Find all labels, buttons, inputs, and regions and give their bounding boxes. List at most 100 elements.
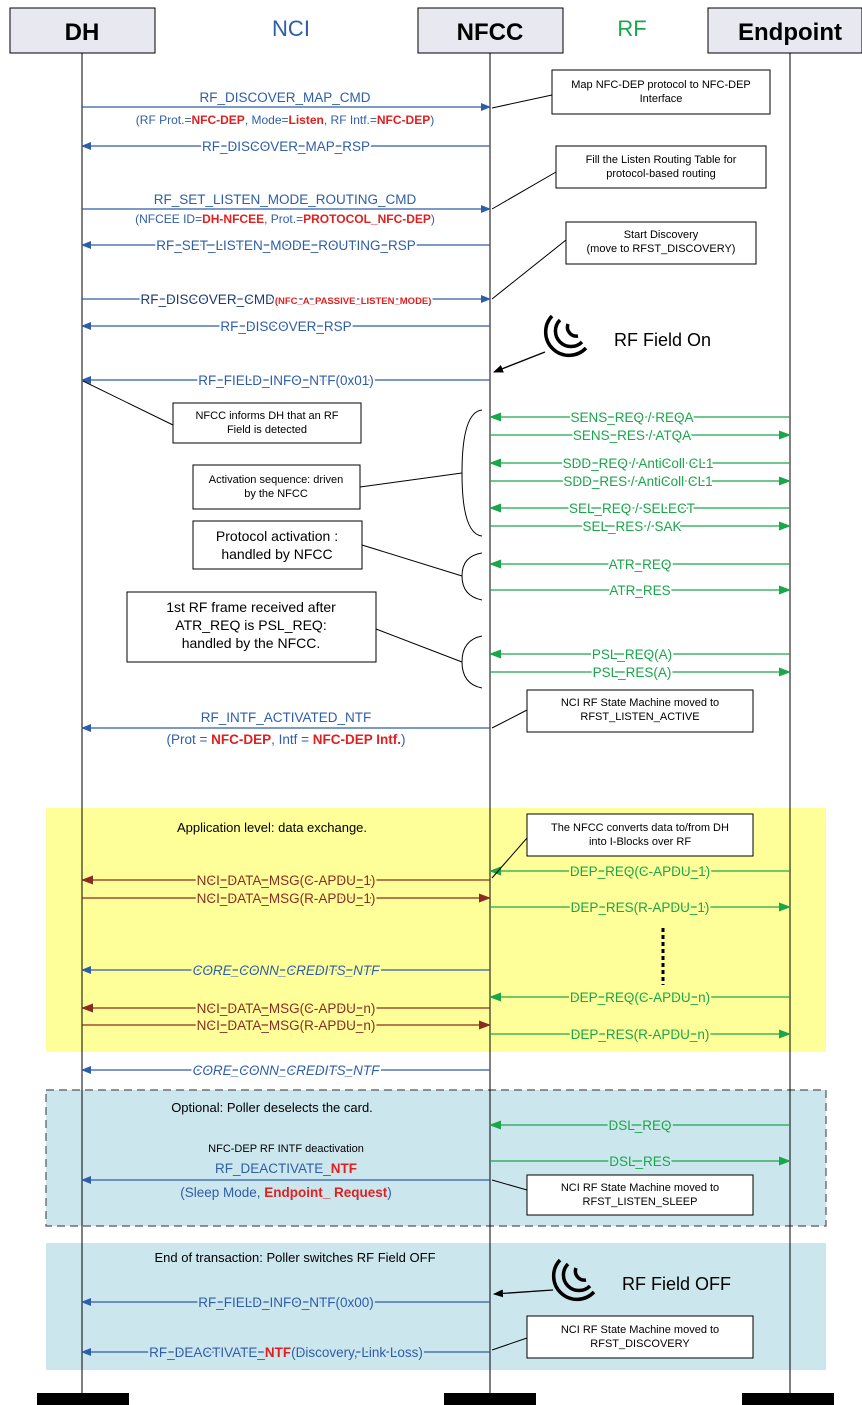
rf-label: RF — [617, 16, 646, 41]
note3-connector — [491, 239, 567, 300]
note9-line1: The NFCC converts data to/from DH — [551, 822, 729, 834]
dh-header-box — [9, 7, 156, 54]
app-section-label: Application level: data exchange. — [177, 820, 367, 835]
endpoint-end-bar — [742, 1393, 834, 1405]
note4-line2: Field is detected — [227, 424, 307, 436]
note4-line1: NFCC informs DH that an RF — [195, 410, 338, 422]
conn-credits-1-label: CORE_CONN_CREDITS_NTF — [193, 963, 381, 978]
note6-line2: handled by NFCC — [221, 546, 332, 562]
note3-line2: (move to RFST_DISCOVERY) — [587, 243, 736, 255]
note7-line1: 1st RF frame received after — [166, 599, 336, 615]
note2-box — [555, 145, 767, 189]
rf-field-on-pointer — [493, 351, 546, 373]
note7-line2: ATR_REQ is PSL_REQ: — [175, 617, 326, 633]
discover-map-cmd-params: (RF Prot.=NFC-DEP, Mode=Listen, RF Intf.… — [136, 113, 434, 127]
rf-waves-icon — [543, 314, 588, 358]
nci-label: NCI — [272, 16, 310, 41]
note1-line1: Map NFC-DEP protocol to NFC-DEP — [571, 79, 751, 91]
rf-field-off-pointer — [493, 1289, 554, 1298]
dh-end-bar — [37, 1393, 129, 1405]
rf-field-on-label: RF Field On — [614, 330, 711, 350]
intf-activated-ntf-params: (Prot = NFC-DEP, Intf = NFC-DEP Intf.) — [166, 732, 405, 747]
deactivate-ntf-label: RF_DEACTIVATE_NTF — [215, 1161, 357, 1176]
note8-line2: RFST_LISTEN_ACTIVE — [580, 711, 699, 723]
dep-req-1-label: DEP_REQ(C-APDU_1) — [570, 864, 710, 879]
rf-waves-off-icon — [551, 1258, 596, 1302]
note3-line1: Start Discovery — [624, 229, 699, 241]
rf-field-off-label: RF Field OFF — [622, 1274, 731, 1294]
note11-connector — [491, 1337, 528, 1351]
note5-box — [192, 464, 361, 510]
note2-connector — [491, 171, 557, 210]
note8-connector — [491, 709, 528, 729]
dep-req-n-label: DEP_REQ(C-APDU_n) — [570, 990, 710, 1005]
dep-res-n-label: DEP_RES(R-APDU_n) — [571, 1027, 710, 1042]
note9-box — [526, 813, 754, 857]
sens-req-label: SENS_REQ / REQA — [570, 410, 693, 425]
atr-res-label: ATR_RES — [609, 583, 670, 598]
data-msg-c1-label: NCI_DATA_MSG(C-APDU_1) — [197, 873, 376, 888]
atr-req-label: ATR_REQ — [609, 557, 672, 572]
note10-connector — [491, 1179, 528, 1191]
data-msg-cn-label: NCI_DATA_MSG(C-APDU_n) — [197, 1001, 376, 1016]
note2-line2: protocol-based routing — [606, 168, 715, 180]
routing-rsp-label: RF_SET_LISTEN_MODE_ROUTING_RSP — [156, 238, 416, 253]
note1-box — [551, 69, 771, 115]
dsl-res-label: DSL_RES — [609, 1154, 671, 1169]
protocol-bracket — [461, 552, 483, 601]
optional-section-label: Optional: Poller deselects the card. — [171, 1100, 373, 1115]
data-msg-r1-label: NCI_DATA_MSG(R-APDU_1) — [197, 891, 376, 906]
note11-line1: NCI RF State Machine moved to — [561, 1324, 719, 1336]
note6-connector — [361, 544, 463, 577]
dsl-req-label: DSL_REQ — [608, 1118, 671, 1133]
note10-line2: RFST_LISTEN_SLEEP — [583, 1196, 698, 1208]
note1-line2: Interface — [640, 93, 683, 105]
sel-req-label: SEL_REQ / SELECT — [569, 501, 695, 516]
discover-cmd-label: RF_DISCOVER_CMD(NFC_A_PASSIVE_LISTEN_MOD… — [141, 292, 432, 307]
deactivation-intro: NFC-DEP RF INTF deactivation — [208, 1143, 364, 1155]
note2-line1: Fill the Listen Routing Table for — [586, 154, 737, 166]
conn-credits-2-label: CORE_CONN_CREDITS_NTF — [193, 1063, 381, 1078]
endpoint-header: Endpoint — [738, 19, 842, 46]
end-section-label: End of transaction: Poller switches RF F… — [154, 1250, 435, 1265]
endpoint-header-box — [707, 7, 862, 54]
note7-connector — [375, 628, 463, 663]
intf-activated-ntf-label: RF_INTF_ACTIVATED_NTF — [201, 710, 372, 725]
psl-req-label: PSL_REQ(A) — [592, 647, 672, 662]
note5-line2: by the NFCC — [244, 488, 308, 500]
note3-box — [565, 221, 757, 265]
routing-cmd-params: (NFCEE ID=DH-NFCEE, Prot.=PROTOCOL_NFC-D… — [135, 212, 435, 226]
sens-res-label: SENS_RES / ATQA — [573, 428, 691, 443]
note9-connector — [491, 837, 528, 879]
nfcc-header: NFCC — [457, 19, 524, 46]
activation-bracket — [461, 409, 483, 537]
note11-line2: RFST_DISCOVERY — [590, 1338, 690, 1350]
note8-line1: NCI RF State Machine moved to — [561, 697, 719, 709]
sdd-res-label: SDD_RES / AntiColl CL1 — [563, 474, 712, 489]
field-info-ntf-on-label: RF_FIELD_INFO_NTF(0x01) — [198, 373, 374, 388]
deactivate-discovery-label: RF_DEACTIVATE_NTF(Discovery, Link Loss) — [149, 1345, 423, 1360]
note4-connector — [82, 380, 174, 426]
note10-box — [526, 1174, 754, 1216]
data-msg-rn-label: NCI_DATA_MSG(R-APDU_n) — [197, 1018, 376, 1033]
nfcc-end-bar — [444, 1393, 536, 1405]
note6-line1: Protocol activation : — [216, 528, 338, 544]
discover-rsp-label: RF_DISCOVER_RSP — [220, 319, 351, 334]
sel-res-label: SEL_RES / SAK — [582, 519, 681, 534]
note4-box — [172, 402, 362, 444]
note7-box — [126, 591, 377, 663]
discover-map-cmd-label: RF_DISCOVER_MAP_CMD — [199, 90, 370, 105]
rf-arrows: SENS_REQ / REQA SENS_RES / ATQA SDD_REQ … — [489, 408, 791, 1171]
note5-connector — [359, 472, 463, 488]
dh-header: DH — [65, 19, 100, 46]
sdd-req-label: SDD_REQ / AntiColl CL1 — [563, 456, 714, 471]
note11-box — [526, 1315, 754, 1359]
note8-box — [526, 689, 754, 733]
field-info-ntf-off-label: RF_FIELD_INFO_NTF(0x00) — [198, 1295, 374, 1310]
discover-map-rsp-label: RF_DISCOVER_MAP_RSP — [202, 139, 370, 154]
note10-line1: NCI RF State Machine moved to — [561, 1182, 719, 1194]
note9-line2: into I-Blocks over RF — [589, 836, 691, 848]
note5-line1: Activation sequence: driven — [209, 474, 344, 486]
deactivate-ntf-params: (Sleep Mode, Endpoint_ Request) — [180, 1185, 392, 1200]
